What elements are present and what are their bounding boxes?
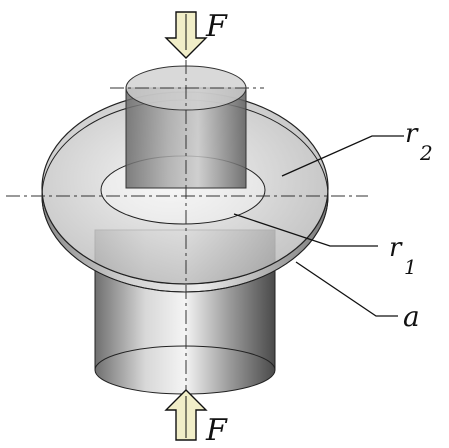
- top-force-label: F: [205, 9, 228, 44]
- r1-leader-line: [233, 213, 378, 247]
- bottom-force-arrow-icon: [164, 389, 208, 441]
- r2-leader-line: [281, 135, 404, 177]
- label-r1: r 1: [389, 233, 417, 279]
- r2-label-sub: 2: [419, 141, 433, 165]
- r1-label-main: r: [389, 233, 403, 263]
- bottom-force-label: F: [205, 413, 228, 448]
- r2-label-main: r: [405, 119, 419, 149]
- label-r2: r 2: [405, 119, 433, 165]
- leader-lines: [233, 135, 404, 317]
- label-a: a: [403, 300, 420, 333]
- r1-label-sub: 1: [404, 255, 417, 279]
- top-force-arrow-icon: [164, 11, 208, 59]
- centerlines: [6, 60, 368, 405]
- a-leader-line: [295, 261, 398, 317]
